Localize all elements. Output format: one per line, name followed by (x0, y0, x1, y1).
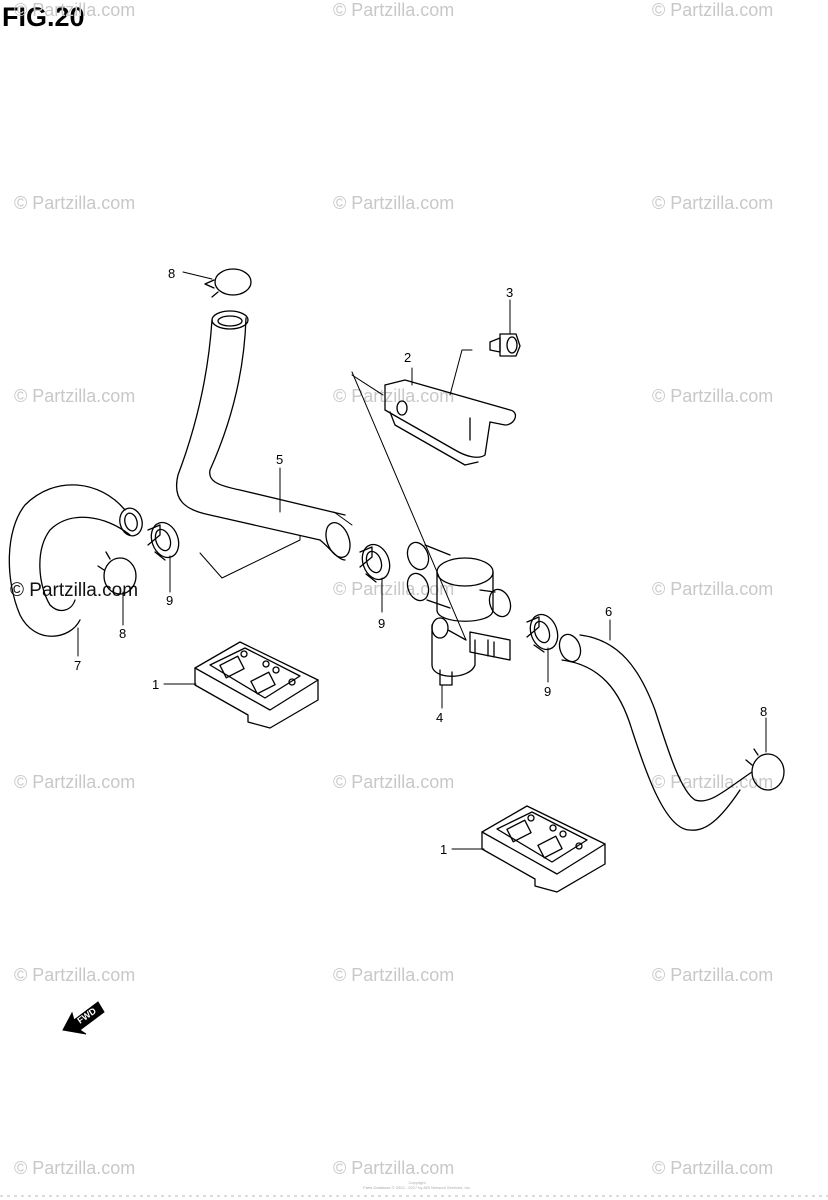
callout-1: 1 (152, 677, 159, 692)
watermark: © Partzilla.com (652, 1158, 774, 1178)
callout-2: 2 (404, 350, 411, 365)
figure-title: FIG.20 (2, 2, 85, 32)
watermark: © Partzilla.com (333, 579, 455, 599)
watermark: © Partzilla.com (652, 965, 774, 985)
callout-6: 6 (605, 604, 612, 619)
watermark: © Partzilla.com (333, 193, 455, 213)
callout-7: 7 (74, 658, 81, 673)
watermark: © Partzilla.com (652, 0, 774, 20)
watermark: © Partzilla.com (14, 1158, 136, 1178)
callout-5: 5 (276, 452, 283, 467)
clamp-9-center (359, 543, 391, 583)
hose-7 (8, 484, 143, 637)
copyright-line: Copyright (408, 1180, 426, 1185)
cushion-1-right (481, 805, 606, 893)
watermark: © Partzilla.com (14, 0, 136, 20)
copyright-notice: Copyright Parts Database © 2002 - 2017 b… (352, 1180, 482, 1190)
callout-9: 9 (378, 616, 385, 631)
clamp-9-right (526, 613, 559, 653)
callout-9: 9 (544, 684, 551, 699)
bracket-2 (384, 379, 517, 466)
callout-9: 9 (166, 593, 173, 608)
clamp-9-left (147, 521, 180, 561)
watermark: © Partzilla.com (652, 579, 774, 599)
cushion-1-left (194, 641, 319, 729)
watermark: © Partzilla.com (652, 772, 774, 792)
hose-5 (176, 310, 351, 561)
watermark: © Partzilla.com (333, 965, 455, 985)
watermark: © Partzilla.com (333, 0, 455, 20)
callout-8: 8 (119, 626, 126, 641)
watermark: © Partzilla.com (14, 772, 136, 792)
callout-8: 8 (168, 266, 175, 281)
clamp-8-right (745, 748, 785, 791)
watermark: © Partzilla.com (14, 386, 136, 406)
watermark: © Partzilla.com (652, 386, 774, 406)
fwd-arrow-icon: FWD (62, 1001, 105, 1035)
watermark: © Partzilla.com (14, 193, 136, 213)
watermark: © Partzilla.com (333, 386, 455, 406)
clamp-8-top (204, 268, 252, 298)
valve-4 (406, 541, 512, 686)
hose-6 (558, 633, 753, 831)
watermark: © Partzilla.com (333, 772, 455, 792)
clamp-8-left (97, 551, 137, 595)
callout-8: 8 (760, 704, 767, 719)
watermark: © Partzilla.com (652, 193, 774, 213)
callout-3: 3 (506, 285, 513, 300)
callout-4: 4 (436, 710, 443, 725)
callout-1: 1 (440, 842, 447, 857)
watermark: © Partzilla.com (333, 1158, 455, 1178)
watermark: © Partzilla.com (14, 965, 136, 985)
bolt-3 (489, 333, 521, 357)
copyright-line: Parts Database © 2002 - 2017 by ARI Netw… (363, 1185, 471, 1190)
